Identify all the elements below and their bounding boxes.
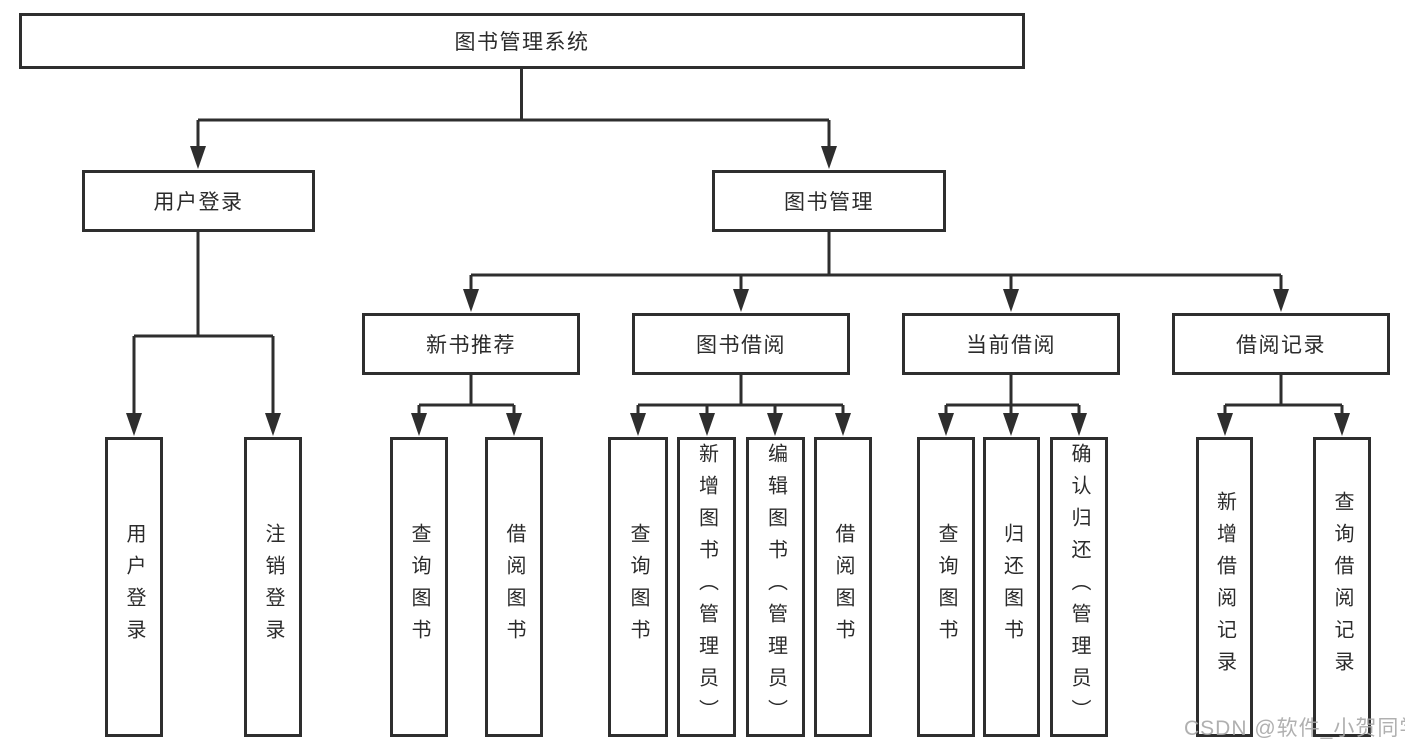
- arrowhead: [1071, 413, 1087, 436]
- arrowhead: [126, 413, 142, 436]
- leaf-query-books-recommend: 查询图书: [390, 437, 448, 737]
- arrowhead: [733, 289, 749, 312]
- arrowhead: [835, 413, 851, 436]
- arrowhead: [699, 413, 715, 436]
- node-new-book-recommend: 新书推荐: [362, 313, 580, 375]
- leaf-borrow-books-recommend: 借阅图书: [485, 437, 543, 737]
- leaf-edit-books-admin: 编辑图书（管理员）: [746, 437, 805, 737]
- arrowhead: [463, 289, 479, 312]
- node-user-login: 用户登录: [82, 170, 315, 232]
- leaf-add-borrow-record: 新增借阅记录: [1196, 437, 1253, 737]
- leaf-user-login: 用户登录: [105, 437, 163, 737]
- leaf-return-books: 归还图书: [983, 437, 1040, 737]
- connector-current-to-children: [944, 375, 1081, 414]
- arrowhead: [1003, 413, 1019, 436]
- leaf-borrow-books: 借阅图书: [814, 437, 872, 737]
- node-book-borrow: 图书借阅: [632, 313, 850, 375]
- connector-bookmgmt-to-level3: [469, 232, 1283, 290]
- connector-borrow-to-children: [636, 375, 845, 414]
- leaf-logout: 注销登录: [244, 437, 302, 737]
- arrowhead: [938, 413, 954, 436]
- arrowhead: [506, 413, 522, 436]
- arrowhead: [630, 413, 646, 436]
- arrowhead: [190, 146, 206, 169]
- connector-login-to-children: [132, 232, 275, 414]
- connector-records-to-children: [1223, 375, 1344, 414]
- csdn-watermark: CSDN @软件_小贺同学: [1184, 717, 1405, 740]
- node-root-system: 图书管理系统: [19, 13, 1025, 69]
- connector-root-to-level2: [196, 69, 831, 147]
- arrowhead: [1334, 413, 1350, 436]
- arrowhead: [1003, 289, 1019, 312]
- arrowhead: [821, 146, 837, 169]
- arrowhead: [767, 413, 783, 436]
- leaf-add-books-admin: 新增图书（管理员）: [677, 437, 736, 737]
- leaf-query-borrow-record: 查询借阅记录: [1313, 437, 1371, 737]
- node-borrow-records: 借阅记录: [1172, 313, 1390, 375]
- arrowhead: [265, 413, 281, 436]
- connector-recommend-to-children: [417, 375, 516, 414]
- node-book-management: 图书管理: [712, 170, 946, 232]
- arrowhead: [1273, 289, 1289, 312]
- leaf-query-books-borrow: 查询图书: [608, 437, 668, 737]
- node-current-borrow: 当前借阅: [902, 313, 1120, 375]
- leaf-confirm-return-admin: 确认归还（管理员）: [1050, 437, 1108, 737]
- arrowhead: [1217, 413, 1233, 436]
- arrowhead: [411, 413, 427, 436]
- leaf-query-books-current: 查询图书: [917, 437, 975, 737]
